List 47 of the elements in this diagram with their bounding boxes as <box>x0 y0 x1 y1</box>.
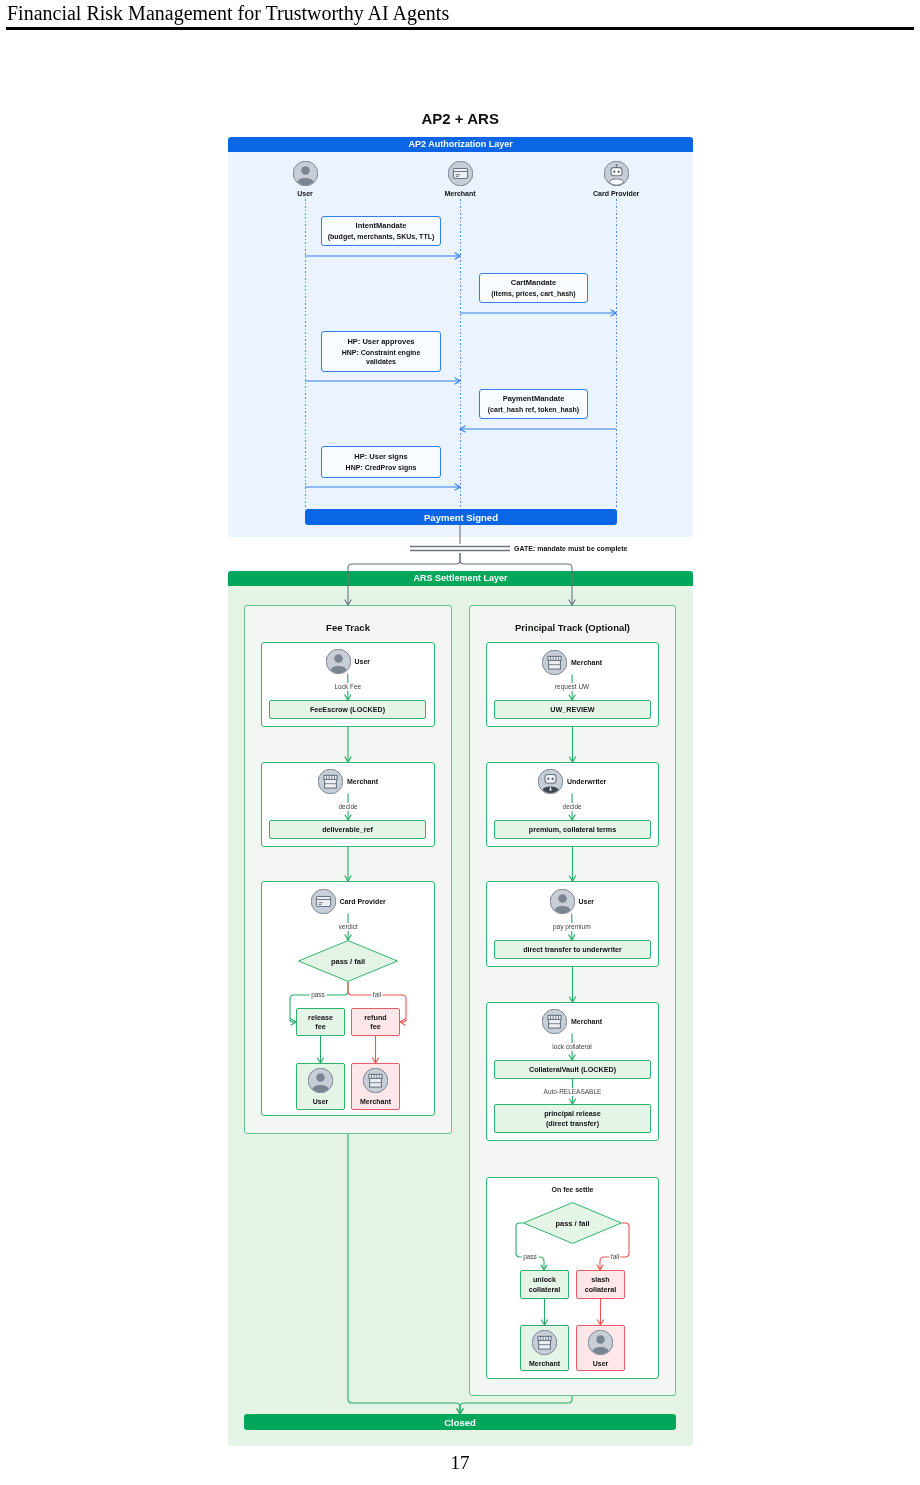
status-bar: Payment Signed <box>305 509 617 525</box>
message-box <box>321 216 441 246</box>
arrow <box>304 377 461 385</box>
step-card <box>261 881 435 1116</box>
result-box <box>296 1063 345 1110</box>
connector-line <box>459 524 461 545</box>
arrow <box>568 726 577 763</box>
arrow <box>459 552 576 606</box>
step-card <box>261 762 435 847</box>
layer-panel <box>228 137 693 537</box>
track-title: Fee Track <box>325 622 371 634</box>
arrow <box>347 981 407 1026</box>
message-box <box>479 389 588 419</box>
message-box <box>321 331 441 372</box>
running-head: Financial Risk Management for Trustworthy AI Agents <box>7 2 450 24</box>
arrow <box>596 1298 605 1326</box>
track-title: Principal Track (Optional) <box>513 622 632 634</box>
panel-title: AP2 Authorization Layer <box>408 138 513 151</box>
step-card <box>486 1177 659 1379</box>
step-card <box>486 1002 659 1141</box>
arrow <box>304 252 461 260</box>
arrow <box>316 1035 325 1064</box>
result-box <box>351 1063 400 1110</box>
arrow <box>304 483 461 491</box>
message-box <box>321 446 441 478</box>
panel-title: ARS Settlement Layer <box>413 572 508 585</box>
arrow <box>344 726 352 763</box>
result-box <box>576 1325 625 1371</box>
diagram-title: AP2 + ARS <box>421 110 499 128</box>
step-card <box>486 642 659 727</box>
page-number: 17 <box>450 1452 470 1474</box>
arrow <box>568 846 577 882</box>
arrow <box>371 1035 380 1064</box>
arrow <box>568 966 577 1003</box>
arrow <box>540 1298 549 1326</box>
step-card <box>261 642 435 727</box>
track-panel <box>244 605 452 1134</box>
layer-panel <box>228 571 693 1446</box>
arrow <box>459 309 617 317</box>
track-panel <box>469 605 676 1396</box>
step-card <box>486 881 659 967</box>
message-box <box>479 273 588 303</box>
result-box <box>520 1325 569 1371</box>
step-card <box>486 762 659 847</box>
arrow <box>459 425 617 433</box>
arrow <box>344 846 352 882</box>
status-bar: Closed <box>244 1414 676 1430</box>
